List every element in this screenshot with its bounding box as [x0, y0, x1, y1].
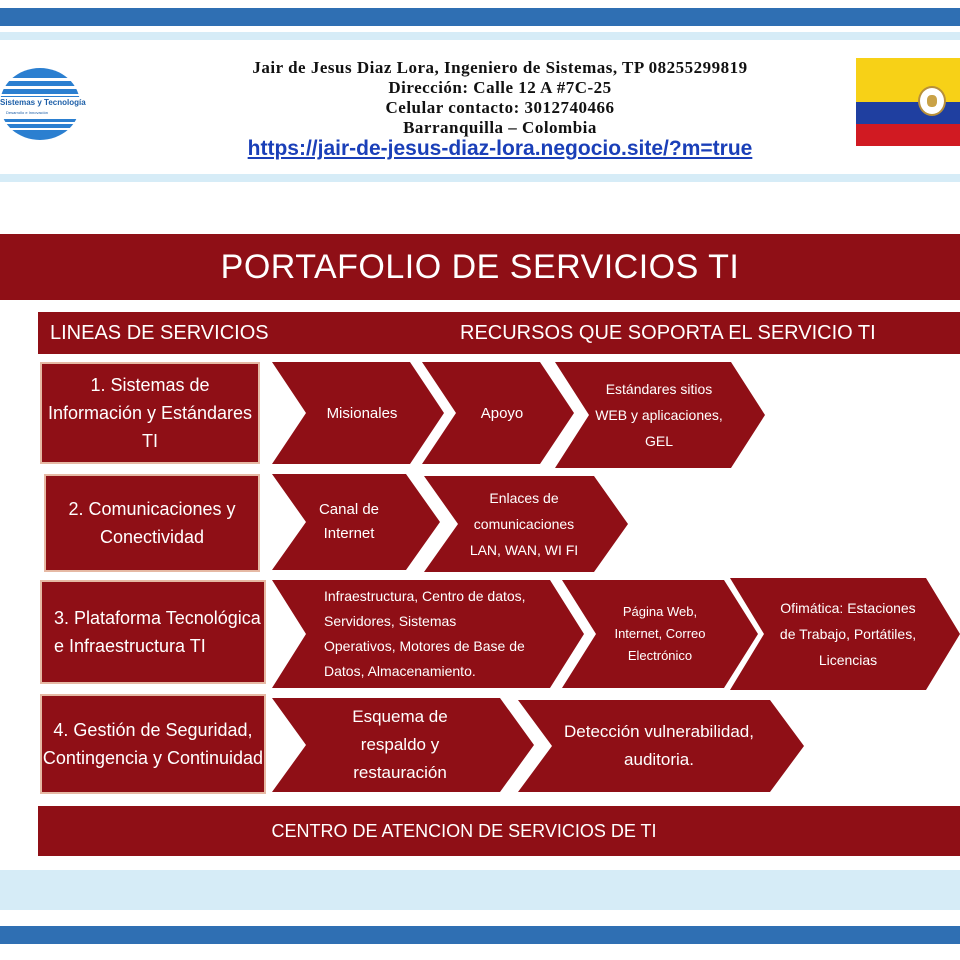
header-name: Jair de Jesus Diaz Lora, Ingeniero de Si…	[252, 58, 748, 77]
company-logo: Sistemas y Tecnología Desarrollo e Innov…	[0, 64, 110, 144]
header-address: Dirección: Calle 12 A #7C-25	[388, 78, 612, 97]
header-city: Barranquilla – Colombia	[403, 118, 597, 137]
logo-name: Sistemas y Tecnología	[0, 98, 86, 107]
top-blue-band	[0, 8, 960, 26]
service-line-4: 4. Gestión de Seguridad, Contingencia y …	[40, 694, 266, 794]
header-website-link[interactable]: https://jair-de-jesus-diaz-lora.negocio.…	[247, 137, 753, 160]
globe-icon	[0, 68, 110, 140]
header-phone: Celular contacto: 3012740466	[385, 98, 615, 117]
resource-chevron: Página Web, Internet, Correo Electrónico	[562, 580, 758, 688]
coat-of-arms-icon	[918, 86, 946, 116]
resource-chevron: Detección vulnerabilidad, auditoria.	[518, 700, 804, 792]
header-bottom-band	[0, 174, 960, 182]
column-left-label: LINEAS DE SERVICIOS	[50, 322, 269, 344]
service-line-3: 3. Plataforma Tecnológica e Infraestruct…	[40, 580, 266, 684]
colombia-flag-icon	[856, 58, 960, 146]
bottom-blue-band	[0, 926, 960, 944]
service-line-2: 2. Comunicaciones y Conectividad	[44, 474, 260, 572]
service-center-bar: CENTRO DE ATENCION DE SERVICIOS DE TI	[38, 806, 960, 856]
resource-chevron: Misionales	[272, 362, 444, 464]
resource-chevron: Esquema de respaldo y restauración	[272, 698, 534, 792]
resource-chevron: Enlaces de comunicaciones LAN, WAN, WI F…	[424, 476, 628, 572]
service-center-label: CENTRO DE ATENCION DE SERVICIOS DE TI	[271, 820, 657, 841]
resource-chevron: Ofimática: Estaciones de Trabajo, Portát…	[730, 578, 960, 690]
resource-chevron: Apoyo	[422, 362, 574, 464]
service-line-1: 1. Sistemas de Información y Estándares …	[40, 362, 260, 464]
resource-chevron: Estándares sitios WEB y aplicaciones, GE…	[555, 362, 765, 468]
diagram-title: PORTAFOLIO DE SERVICIOS TI	[0, 234, 960, 300]
top-light-band	[0, 32, 960, 40]
resource-chevron: Canal de Internet	[272, 474, 440, 570]
column-right-label: RECURSOS QUE SOPORTA EL SERVICIO TI	[460, 322, 876, 344]
resource-chevron: Infraestructura, Centro de datos, Servid…	[272, 580, 584, 688]
bottom-light-band	[0, 870, 960, 910]
column-header-bar: LINEAS DE SERVICIOS RECURSOS QUE SOPORTA…	[38, 312, 960, 354]
logo-tagline: Desarrollo e Innovación	[6, 110, 49, 115]
